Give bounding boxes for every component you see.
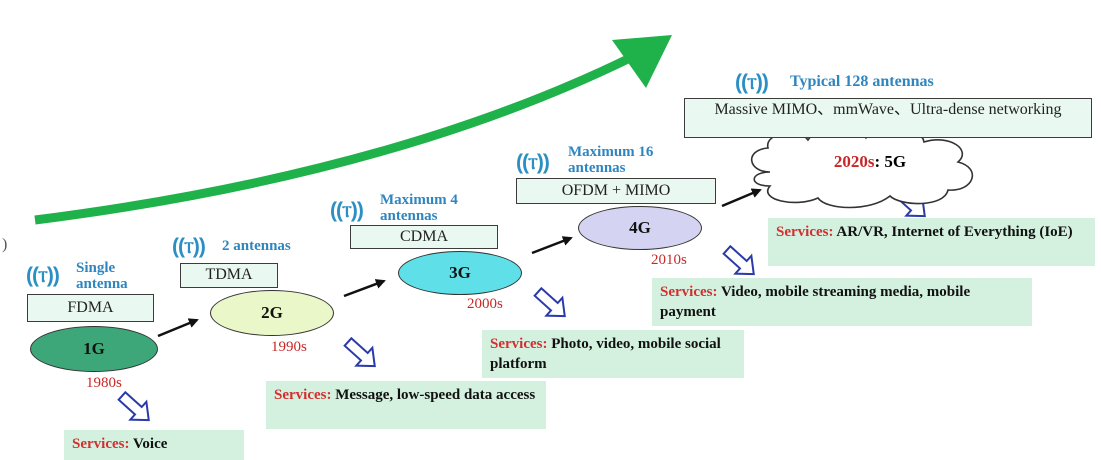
- antenna-label-4g: Maximum 16 antennas: [568, 144, 654, 176]
- decade-label-2g: 1990s: [271, 339, 307, 355]
- arrow-3g-4g: [531, 236, 573, 255]
- services-box-2g: Services: Message, low-speed data access: [266, 381, 546, 429]
- growth-arrow: [34, 53, 632, 225]
- technology-box-5g: Massive MIMO、mmWave、Ultra-dense networki…: [684, 98, 1092, 138]
- decade-label-4g: 2010s: [651, 252, 687, 268]
- antenna-icon: ((Ⲧ)): [735, 71, 769, 94]
- services-text: Video, mobile streaming media, mobile pa…: [660, 284, 971, 320]
- hollow-arrow-icon-4g: [722, 244, 755, 276]
- decade-suffix-5g: :: [874, 152, 881, 171]
- services-box-1g: Services: Voice: [64, 430, 244, 460]
- generation-node-2g: 2G: [210, 290, 334, 336]
- antenna-icon: ((Ⲧ)): [172, 235, 206, 258]
- hollow-arrow-icon-1g: [117, 390, 150, 422]
- services-box-3g: Services: Photo, video, mobile social pl…: [482, 330, 744, 378]
- arrow-2g-3g: [343, 279, 386, 298]
- services-box-4g: Services: Video, mobile streaming media,…: [652, 278, 1032, 326]
- services-key: Services:: [274, 387, 332, 403]
- services-key: Services:: [660, 284, 718, 300]
- services-key: Services:: [776, 224, 834, 240]
- generation-node-5g: 2020s: 5G: [790, 152, 950, 172]
- decade-label-3g: 2000s: [467, 296, 503, 312]
- services-text: Voice: [132, 436, 168, 452]
- services-text: AR/VR, Internet of Everything (IoE): [836, 224, 1073, 240]
- antenna-icon: ((Ⲧ)): [516, 151, 550, 174]
- technology-box-1g: FDMA: [27, 294, 154, 322]
- services-box-5g: Services: AR/VR, Internet of Everything …: [768, 218, 1095, 266]
- services-text: Message, low-speed data access: [335, 387, 536, 403]
- antenna-label-3g: Maximum 4 antennas: [380, 192, 458, 224]
- antenna-icon: ((Ⲧ)): [330, 199, 364, 222]
- antenna-icon: ((Ⲧ)): [26, 264, 60, 287]
- arrow-1g-2g: [157, 318, 199, 338]
- technology-box-4g: OFDM + MIMO: [516, 178, 716, 204]
- services-text: Photo, video, mobile social platform: [490, 336, 721, 372]
- technology-box-3g: CDMA: [350, 225, 498, 249]
- services-key: Services:: [490, 336, 548, 352]
- hollow-arrow-icon-3g: [533, 286, 566, 318]
- decade-label-1g: 1980s: [86, 375, 122, 391]
- antenna-label-5g: Typical 128 antennas: [790, 73, 934, 90]
- generation-node-4g: 4G: [578, 206, 702, 250]
- antenna-label-2g: 2 antennas: [222, 238, 291, 254]
- decade-label-5g: 2020s: [833, 152, 875, 171]
- arrow-4g-5g: [721, 188, 762, 208]
- generation-node-3g: 3G: [398, 251, 522, 295]
- edge-mark: ): [2, 236, 8, 253]
- growth-arrow-head: [612, 35, 672, 88]
- antenna-label-1g: Single antenna: [76, 260, 128, 292]
- services-key: Services:: [72, 436, 130, 452]
- hollow-arrow-icon-2g: [343, 336, 376, 368]
- generation-node-1g: 1G: [30, 326, 158, 372]
- technology-box-2g: TDMA: [180, 263, 278, 288]
- generation-label-5g: 5G: [884, 152, 907, 171]
